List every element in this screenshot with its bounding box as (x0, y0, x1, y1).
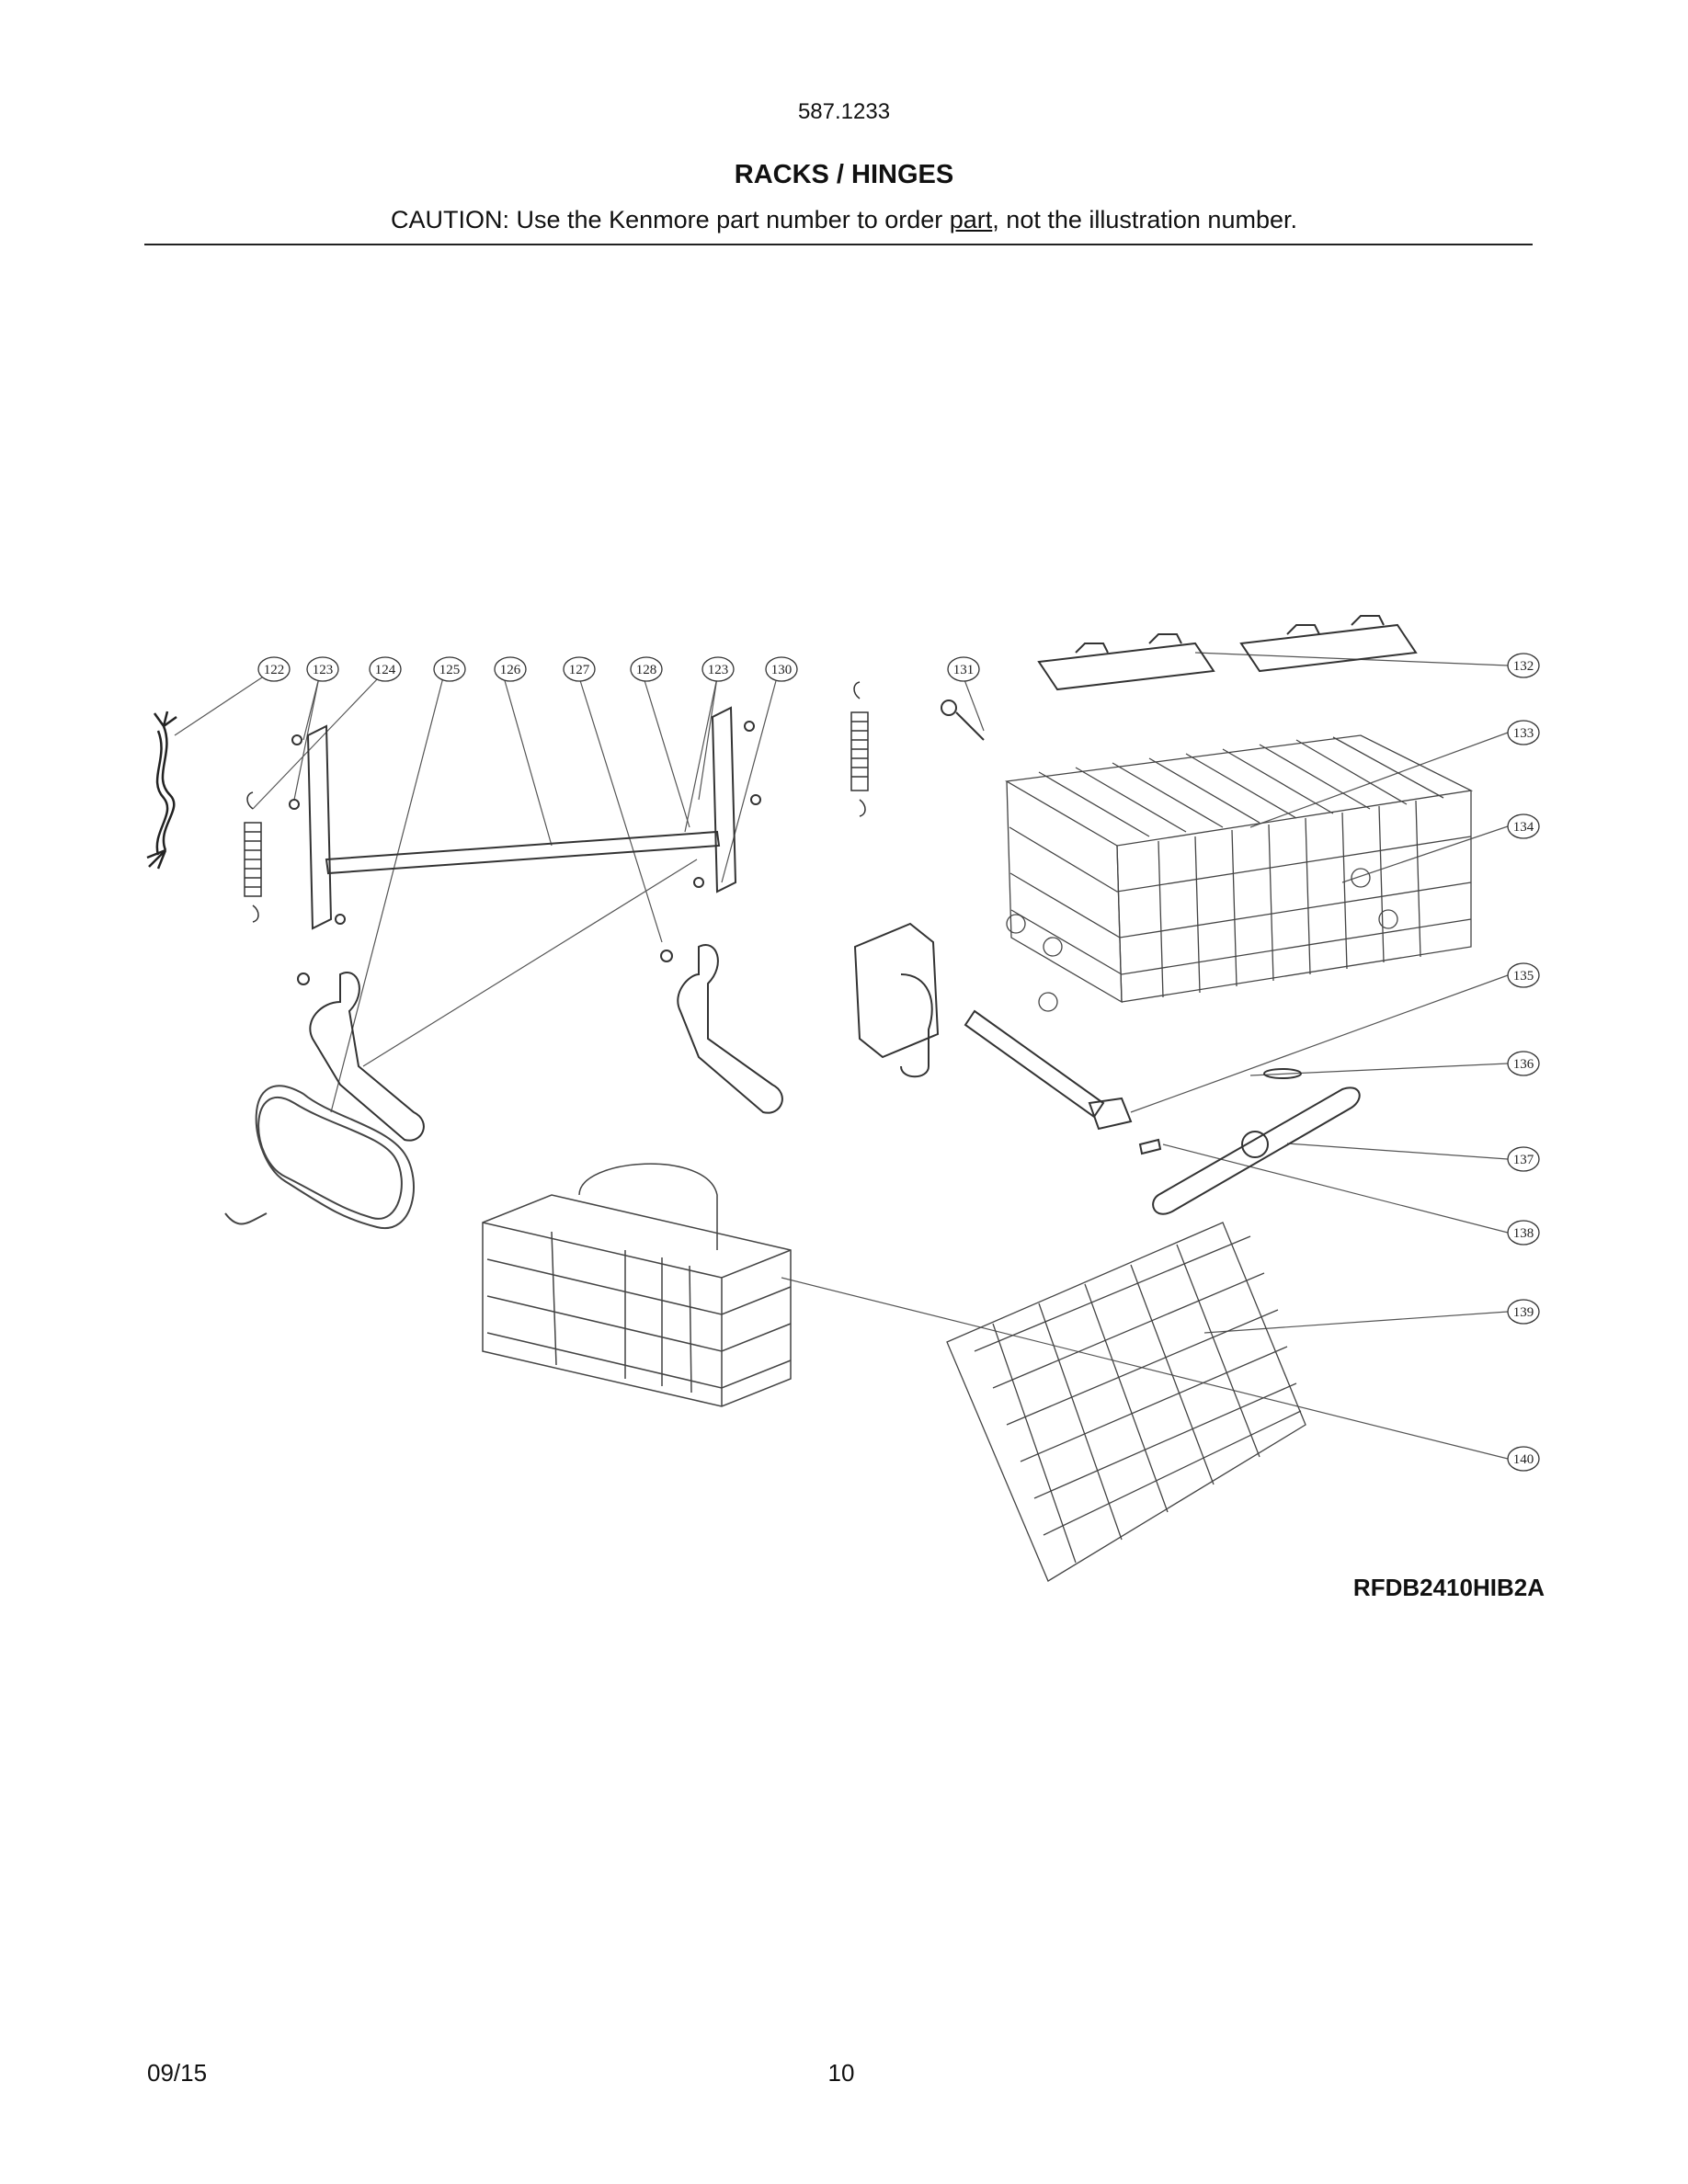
callout-bubble-130 (765, 656, 798, 682)
callout-122: 122 (264, 663, 285, 677)
callout-136: 136 (1513, 1057, 1534, 1072)
callout-125: 125 (439, 663, 461, 677)
callout-bubble-124 (369, 656, 402, 682)
callout-137: 137 (1513, 1153, 1534, 1167)
callout-131: 131 (953, 663, 975, 677)
rack-stop-pin (941, 700, 985, 741)
caution-prefix: CAUTION: Use the Kenmore part number to … (391, 206, 950, 233)
silverware-basket (482, 1163, 792, 1407)
hinge-assembly (289, 706, 783, 1142)
callout-134: 134 (1513, 820, 1534, 835)
upper-dish-rack (1005, 734, 1474, 1012)
caution-suffix: , not the illustration number. (992, 206, 1297, 233)
callout-139: 139 (1513, 1305, 1534, 1320)
callout-bubble-122 (257, 656, 291, 682)
callout-bubble-136 (1507, 1051, 1540, 1076)
header-divider (144, 244, 1533, 245)
diagram-model-code: RFDB2410HIB2A (1352, 1574, 1545, 1601)
callout-132: 132 (1513, 659, 1534, 674)
wire-harness-part (146, 711, 177, 870)
callout-bubble-137 (1507, 1146, 1540, 1172)
lower-dish-rack (946, 1222, 1306, 1582)
callout-bubble-128 (630, 656, 663, 682)
callout-123-left: 123 (313, 663, 334, 677)
callout-133: 133 (1513, 726, 1534, 741)
callout-bubble-123b (701, 656, 735, 682)
callout-bubble-135 (1507, 962, 1540, 988)
door-spring-left (244, 791, 262, 923)
section-title: RACKS / HINGES (734, 160, 954, 189)
callout-124: 124 (375, 663, 396, 677)
caution-note: CAUTION: Use the Kenmore part number to … (0, 206, 1688, 234)
callout-128: 128 (636, 663, 657, 677)
water-inlet-assembly (853, 922, 940, 1078)
leader-lines (174, 652, 1509, 1460)
callout-135: 135 (1513, 969, 1534, 984)
callout-bubble-123a (306, 656, 339, 682)
callout-bubble-132 (1507, 653, 1540, 678)
callout-bubble-131 (947, 656, 980, 682)
footer-date: 09/15 (147, 2059, 208, 2087)
callout-138: 138 (1513, 1226, 1534, 1241)
drain-hose (224, 1085, 415, 1230)
callout-bubble-125 (433, 656, 466, 682)
callout-bubble-138 (1507, 1220, 1540, 1246)
callout-bubble-134 (1507, 813, 1540, 839)
caution-part-link: part (949, 206, 993, 233)
cup-shelf-inserts (1037, 615, 1418, 691)
callout-140: 140 (1513, 1452, 1534, 1467)
spray-arm-assembly (964, 1009, 1361, 1215)
door-spring-right (850, 681, 869, 817)
callout-bubble-140 (1507, 1446, 1540, 1472)
callout-bubble-133 (1507, 720, 1540, 745)
callout-bubble-126 (494, 656, 527, 682)
callout-126: 126 (500, 663, 521, 677)
callout-labels: 122 123 124 125 126 127 128 123 130 131 … (264, 659, 1534, 1467)
model-number: 587.1233 (797, 99, 891, 124)
callout-bubble-139 (1507, 1299, 1540, 1325)
callout-bubble-127 (563, 656, 596, 682)
callout-127: 127 (569, 663, 590, 677)
callout-bubbles (257, 653, 1540, 1472)
callout-130: 130 (771, 663, 793, 677)
callout-123-right: 123 (708, 663, 729, 677)
page-number: 10 (827, 2059, 855, 2087)
